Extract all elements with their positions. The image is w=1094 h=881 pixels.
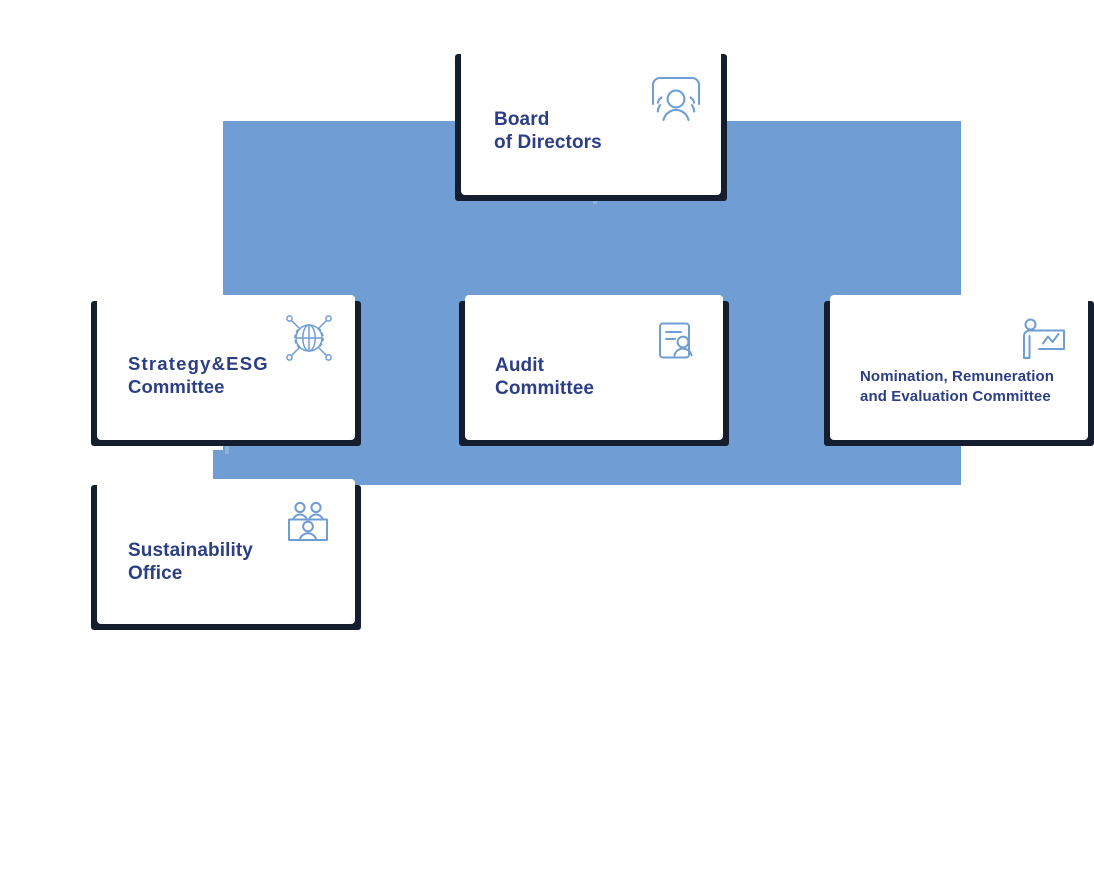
presenter-chart-icon — [1020, 317, 1068, 361]
node-title-line2: Committee — [128, 375, 225, 397]
document-person-icon — [655, 320, 699, 364]
node-title-line1: Sustainability — [128, 540, 253, 561]
card-face: Nomination, Remuneration and Evaluation C… — [830, 295, 1088, 440]
node-title-line1: Audit — [495, 355, 545, 376]
people-group-icon — [647, 73, 705, 129]
node-title-line2: and Evaluation Committee — [860, 387, 1051, 405]
node-title: Nomination, Remuneration and Evaluation C… — [860, 367, 1054, 407]
node-title-line2: of Directors — [494, 132, 602, 154]
node-title-line1: Strategy&ESG — [128, 353, 269, 374]
globe-network-icon — [281, 310, 337, 366]
node-nomination-remuneration-evaluation-committee[interactable]: Nomination, Remuneration and Evaluation C… — [824, 295, 1094, 446]
team-three-people-icon — [285, 501, 331, 547]
node-title-line1: Nomination, Remuneration — [860, 368, 1055, 385]
node-title-line2: Office — [128, 563, 183, 585]
node-title-line2: Committee — [495, 378, 595, 400]
node-title-line1: Board — [494, 109, 550, 130]
